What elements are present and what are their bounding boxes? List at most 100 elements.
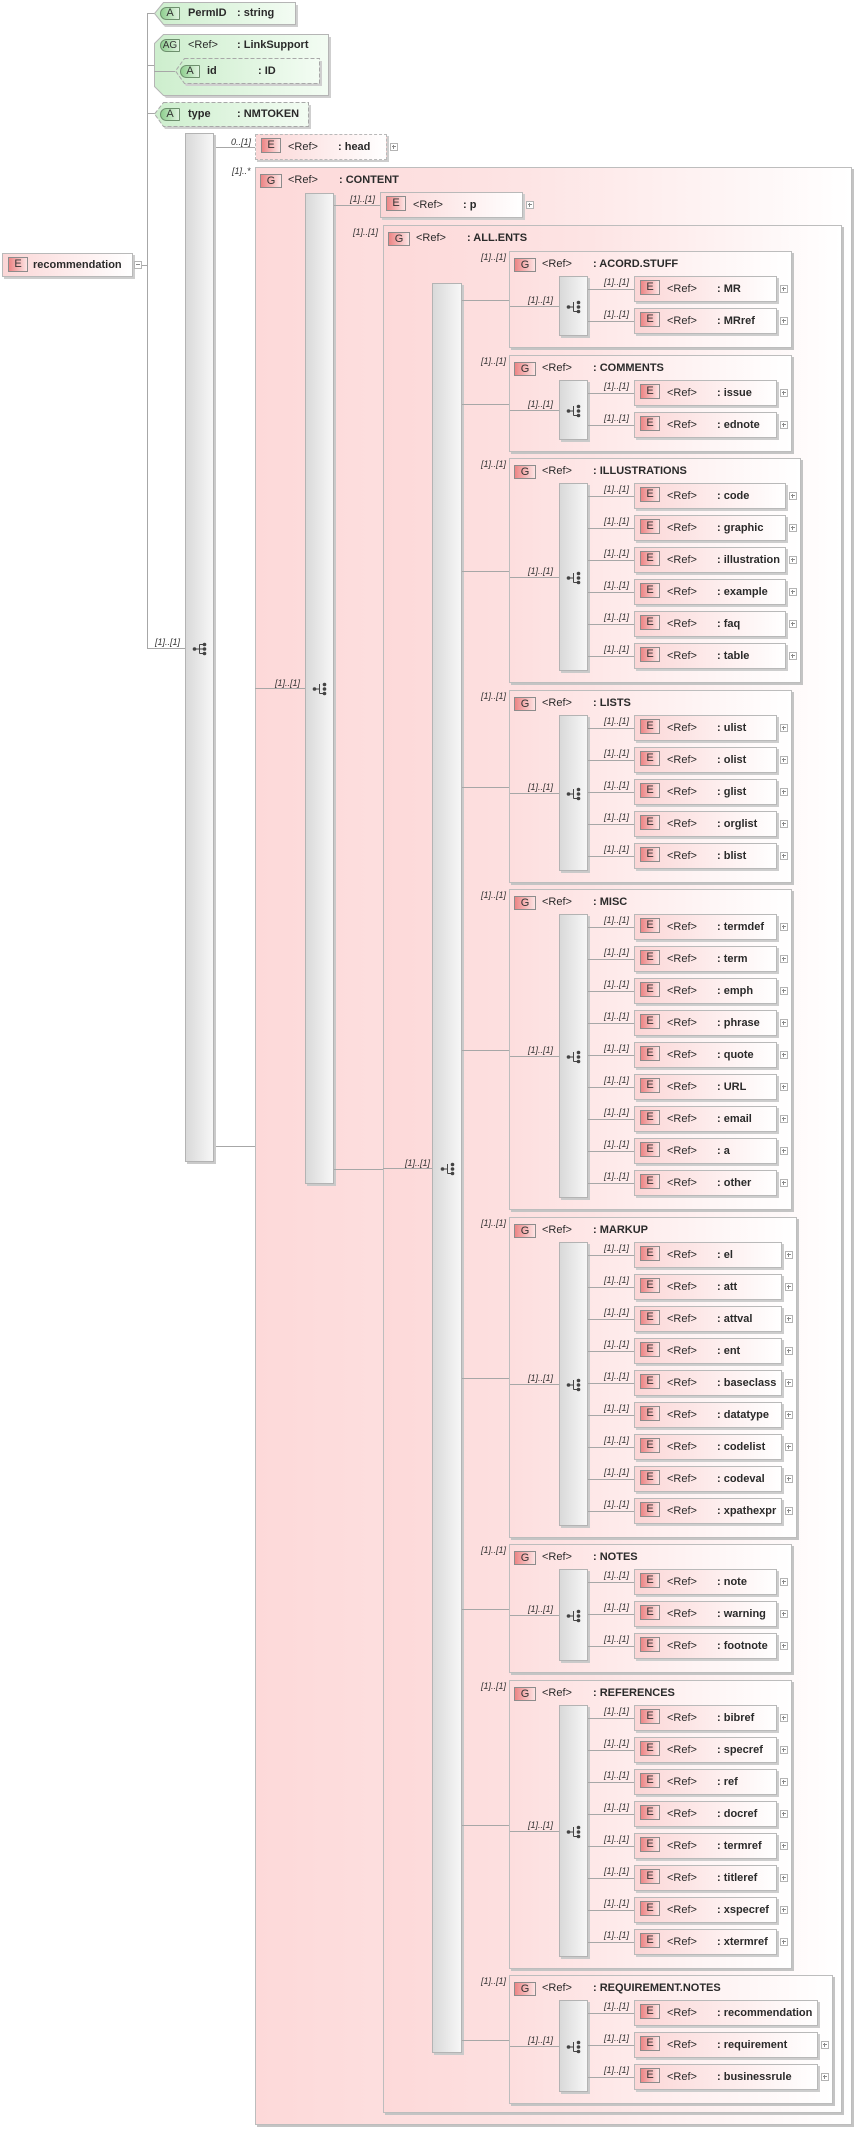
element-codelist[interactable]: [1]..[1] E <Ref> : codelist [587,1434,794,1460]
expand-icon[interactable] [780,1778,788,1786]
root-element-recommendation[interactable]: E recommendation [2,253,133,277]
element-businessrule[interactable]: [1]..[1] E <Ref> : businessrule [587,2064,830,2090]
element-xspecref[interactable]: [1]..[1] E <Ref> : xspecref [588,1897,788,1923]
element-blist[interactable]: [1]..[1] E <Ref> : blist [588,843,788,869]
element-warning[interactable]: [1]..[1] E <Ref> : warning [588,1601,788,1627]
expand-icon[interactable] [780,987,788,995]
expand-icon[interactable] [780,317,788,325]
expand-icon[interactable] [780,1115,788,1123]
expand-icon[interactable] [785,1379,794,1387]
expand-icon[interactable] [780,389,788,397]
attribute-id[interactable]: A id : ID [175,58,323,87]
expand-icon[interactable] [788,492,797,500]
element-specref[interactable]: [1]..[1] E <Ref> : specref [588,1737,788,1763]
element-bibref[interactable]: [1]..[1] E <Ref> : bibref [588,1705,788,1731]
element-el[interactable]: [1]..[1] E <Ref> : el [587,1242,794,1268]
group-notes[interactable]: [1]..[1] G <Ref> : NOTES [1]..[1] [1]..[… [462,1544,792,1673]
attribute-permid[interactable]: A PermID : string [154,2,299,28]
element-recommendation[interactable]: [1]..[1] E <Ref> : recommendation [587,2000,819,2026]
expand-icon[interactable] [785,1411,794,1419]
element-ref[interactable]: [1]..[1] E <Ref> : ref [588,1769,788,1795]
element-quote[interactable]: [1]..[1] E <Ref> : quote [588,1042,788,1068]
choice-compositor[interactable] [559,1705,588,1957]
expand-icon[interactable] [780,285,788,293]
group-markup[interactable]: [1]..[1] G <Ref> : MARKUP [1]..[1] [1]..… [461,1217,798,1538]
element-term[interactable]: [1]..[1] E <Ref> : term [588,946,788,972]
group-comments[interactable]: [1]..[1] G <Ref> : COMMENTS [1]..[1] [1]… [462,355,792,452]
expand-icon[interactable] [780,1019,788,1027]
element-requirement[interactable]: [1]..[1] E <Ref> : requirement [587,2032,830,2058]
element-mrref[interactable]: [1]..[1] E <Ref> : MRref [588,308,788,334]
element-head[interactable]: E <Ref> : head [255,134,387,160]
element-phrase[interactable]: [1]..[1] E <Ref> : phrase [588,1010,788,1036]
attribute-group-linksupport[interactable]: AG <Ref> : LinkSupport A id : ID [154,34,332,99]
expand-icon[interactable] [785,1283,794,1291]
element-footnote[interactable]: [1]..[1] E <Ref> : footnote [588,1633,788,1659]
expand-icon[interactable] [526,201,534,209]
element-olist[interactable]: [1]..[1] E <Ref> : olist [588,747,788,773]
expand-icon[interactable] [780,1714,788,1722]
element-xpathexpr[interactable]: [1]..[1] E <Ref> : xpathexpr [587,1498,794,1524]
expand-icon[interactable] [780,1642,788,1650]
expand-icon[interactable] [788,620,797,628]
sequence-compositor[interactable] [185,133,214,1162]
element-ednote[interactable]: [1]..[1] E <Ref> : ednote [588,412,788,438]
element-graphic[interactable]: [1]..[1] E <Ref> : graphic [588,515,797,541]
expand-icon[interactable] [785,1475,794,1483]
expand-icon[interactable] [780,955,788,963]
choice-compositor[interactable] [432,283,462,2053]
element-orglist[interactable]: [1]..[1] E <Ref> : orglist [588,811,788,837]
expand-icon[interactable] [780,1938,788,1946]
expand-icon[interactable] [780,1906,788,1914]
expand-icon[interactable] [780,788,788,796]
group-references[interactable]: [1]..[1] G <Ref> : REFERENCES [1]..[1] [… [462,1680,792,1969]
choice-compositor[interactable] [559,1242,588,1526]
expand-icon[interactable] [780,756,788,764]
element-codeval[interactable]: [1]..[1] E <Ref> : codeval [587,1466,794,1492]
element-ulist[interactable]: [1]..[1] E <Ref> : ulist [588,715,788,741]
expand-icon[interactable] [821,2041,830,2049]
element-docref[interactable]: [1]..[1] E <Ref> : docref [588,1801,788,1827]
expand-icon[interactable] [788,556,797,564]
element-p[interactable]: E <Ref> : p [380,192,523,218]
group-illustrations[interactable]: [1]..[1] G <Ref> : ILLUSTRATIONS [1]..[1… [462,458,801,683]
element-att[interactable]: [1]..[1] E <Ref> : att [587,1274,794,1300]
expand-icon[interactable] [780,820,788,828]
element-note[interactable]: [1]..[1] E <Ref> : note [588,1569,788,1595]
element-other[interactable]: [1]..[1] E <Ref> : other [588,1170,788,1196]
expand-icon[interactable] [780,1874,788,1882]
group-misc[interactable]: [1]..[1] G <Ref> : MISC [1]..[1] [1]..[1… [462,889,792,1210]
choice-compositor[interactable] [559,380,588,440]
expand-icon[interactable] [785,1347,794,1355]
element-illustration[interactable]: [1]..[1] E <Ref> : illustration [588,547,797,573]
expand-icon[interactable] [780,1842,788,1850]
element-datatype[interactable]: [1]..[1] E <Ref> : datatype [587,1402,794,1428]
element-ent[interactable]: [1]..[1] E <Ref> : ent [587,1338,794,1364]
element-table[interactable]: [1]..[1] E <Ref> : table [588,643,797,669]
element-baseclass[interactable]: [1]..[1] E <Ref> : baseclass [587,1370,794,1396]
expand-icon[interactable] [780,1578,788,1586]
choice-compositor[interactable] [559,483,588,671]
expand-icon[interactable] [788,588,797,596]
expand-icon[interactable] [780,1746,788,1754]
choice-compositor[interactable] [559,914,588,1198]
group-acord-stuff[interactable]: [1]..[1] G <Ref> : ACORD.STUFF [1]..[1] … [462,251,792,348]
expand-icon[interactable] [780,923,788,931]
element-faq[interactable]: [1]..[1] E <Ref> : faq [588,611,797,637]
element-code[interactable]: [1]..[1] E <Ref> : code [588,483,797,509]
element-a[interactable]: [1]..[1] E <Ref> : a [588,1138,788,1164]
element-url[interactable]: [1]..[1] E <Ref> : URL [588,1074,788,1100]
collapse-icon[interactable] [134,261,142,269]
expand-icon[interactable] [788,524,797,532]
group-requirement-notes[interactable]: [1]..[1] G <Ref> : REQUIREMENT.NOTES [1]… [461,1975,834,2104]
expand-icon[interactable] [780,421,788,429]
element-termref[interactable]: [1]..[1] E <Ref> : termref [588,1833,788,1859]
choice-compositor[interactable] [305,193,334,1184]
choice-compositor[interactable] [559,1569,588,1661]
expand-icon[interactable] [780,724,788,732]
attribute-type[interactable]: A type : NMTOKEN [154,102,312,130]
element-glist[interactable]: [1]..[1] E <Ref> : glist [588,779,788,805]
element-emph[interactable]: [1]..[1] E <Ref> : emph [588,978,788,1004]
element-termdef[interactable]: [1]..[1] E <Ref> : termdef [588,914,788,940]
choice-compositor[interactable] [559,715,588,871]
